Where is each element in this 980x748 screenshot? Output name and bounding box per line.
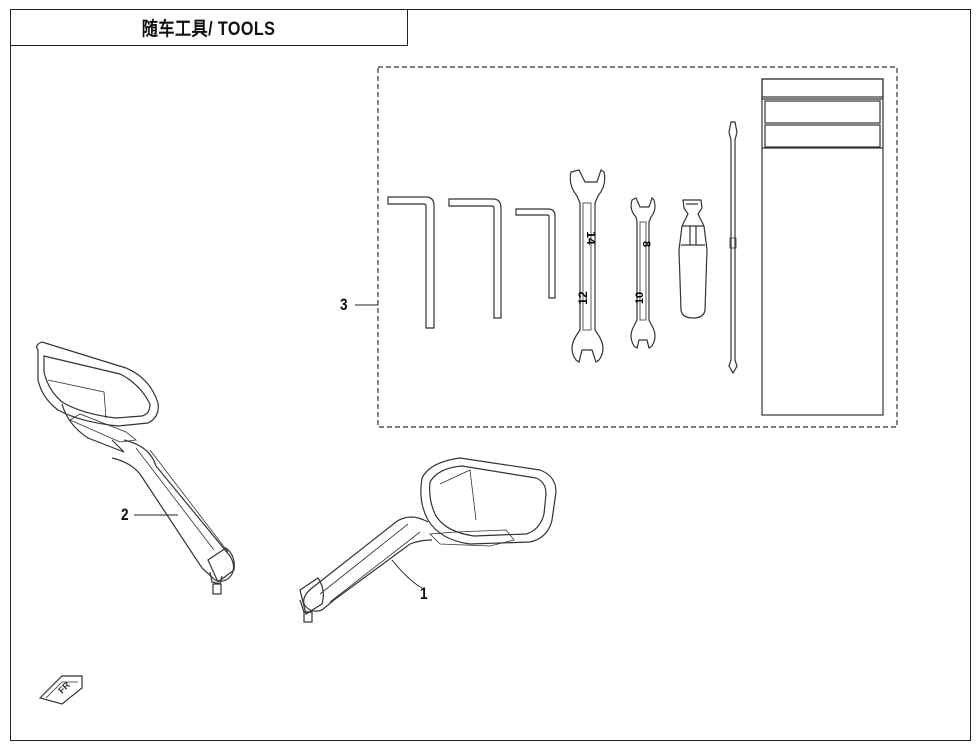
hex-key-small <box>515 208 556 299</box>
hex-key-large <box>387 196 435 329</box>
hex-key-medium <box>448 198 502 319</box>
leader-line-1 <box>391 559 423 589</box>
callout-2: 2 <box>120 505 129 524</box>
wrench-size-8: 8 <box>640 241 652 247</box>
wrench-8-10 <box>630 196 656 349</box>
wrench-size-10: 10 <box>634 292 646 304</box>
left-mirror <box>36 341 235 595</box>
screwdriver-handle <box>678 199 708 319</box>
page-title: 随车工具/ TOOLS <box>142 19 276 40</box>
tool-bag <box>761 78 884 416</box>
wrench-14-12 <box>569 169 606 363</box>
toolkit-group-box <box>377 66 898 428</box>
callout-1: 1 <box>419 584 428 603</box>
wrench-size-14: 14 <box>584 231 598 245</box>
callout-3: 3 <box>339 295 348 314</box>
right-mirror <box>299 457 557 623</box>
arrow-fr-icon: FR <box>38 675 83 705</box>
screwdriver-bit <box>728 121 738 375</box>
title-box: 随车工具/ TOOLS <box>10 9 408 46</box>
wrench-size-12: 12 <box>576 291 590 305</box>
diagram-frame <box>10 9 971 741</box>
